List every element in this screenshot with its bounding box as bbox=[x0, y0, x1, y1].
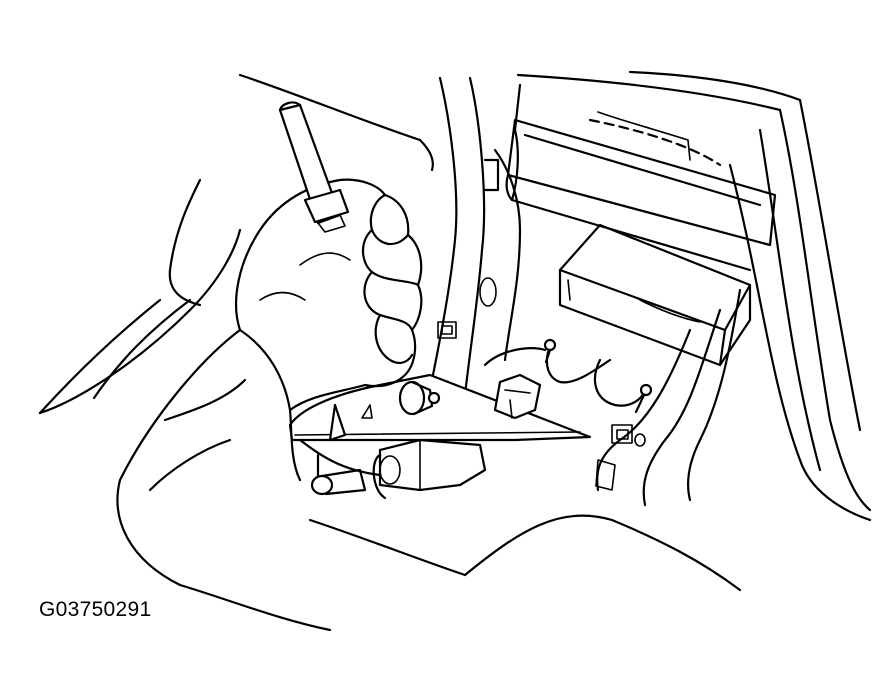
wire-harness bbox=[483, 347, 647, 407]
screwdriver bbox=[278, 101, 350, 233]
hand bbox=[234, 178, 423, 412]
bolt bbox=[310, 380, 441, 496]
dashboard-pocket bbox=[505, 111, 777, 272]
center-console bbox=[428, 76, 522, 397]
control-unit bbox=[558, 223, 752, 367]
bracket bbox=[288, 373, 592, 500]
console-rail-right bbox=[595, 288, 742, 507]
connector bbox=[328, 373, 542, 442]
figure-code: G03750291 bbox=[39, 598, 152, 621]
clip-fastener bbox=[543, 338, 653, 414]
dashboard-outline bbox=[38, 70, 872, 592]
